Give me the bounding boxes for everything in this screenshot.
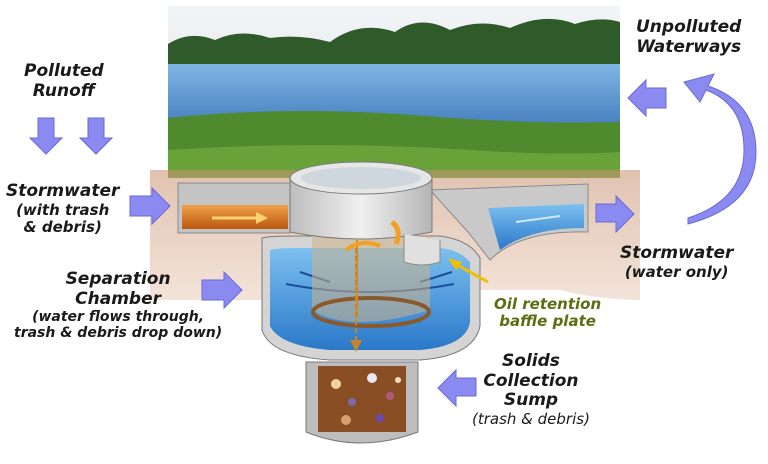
inlet-manhole: [289, 161, 433, 245]
label-stormwater-in: Stormwater (with trash & debris): [6, 181, 120, 236]
label-solids-sump-line2: Collection: [483, 370, 579, 391]
label-unpolluted-waterways: Unpolluted Waterways: [636, 17, 742, 57]
label-polluted-runoff: Polluted Runoff: [24, 61, 104, 101]
arrow-down-icon: [78, 117, 114, 155]
arrow-left-icon: [437, 368, 477, 408]
arrow-right-icon: [129, 186, 171, 226]
label-stormwater-in-sub2: & debris): [23, 217, 102, 236]
label-stormwater-out-title: Stormwater: [620, 243, 734, 263]
outlet-pipe: [428, 183, 589, 261]
label-separation-chamber-sub1: (water flows through,: [32, 309, 205, 326]
oil-baffle-plate: [403, 234, 441, 266]
label-oil-baffle: Oil retention baffle plate: [494, 295, 602, 331]
label-stormwater-in-sub1: (with trash: [16, 200, 110, 219]
arrow-right-icon: [201, 270, 243, 310]
arrow-down-icon: [28, 117, 64, 155]
label-oil-baffle-line1: Oil retention: [494, 295, 602, 313]
baffle-pointer-head: [448, 258, 462, 270]
inlet-pipe: [177, 182, 291, 234]
label-stormwater-out: Stormwater (water only): [620, 243, 734, 281]
label-stormwater-out-sub: (water only): [624, 262, 729, 281]
label-solids-sump: Solids Collection Sump (trash & debris): [472, 351, 590, 428]
label-separation-chamber-sub2: trash & debris drop down): [14, 325, 223, 342]
debris-drop-arrowhead: [350, 340, 362, 352]
lake-landscape-photo: [168, 6, 620, 178]
arrow-right-icon: [595, 194, 635, 234]
label-polluted-runoff-line2: Runoff: [32, 80, 95, 101]
label-separation-chamber-line1: Separation: [65, 269, 171, 289]
label-solids-sump-line3: Sump: [503, 390, 559, 411]
label-stormwater-in-title: Stormwater: [6, 181, 120, 201]
curved-return-arrow-icon: [683, 73, 757, 225]
arrow-left-icon: [627, 78, 667, 118]
label-separation-chamber-line2: Chamber: [75, 288, 161, 309]
label-solids-sump-line1: Solids: [502, 351, 560, 371]
label-oil-baffle-line2: baffle plate: [499, 312, 596, 331]
label-solids-sump-sub: (trash & debris): [472, 409, 590, 428]
label-separation-chamber: Separation Chamber (water flows through,…: [14, 269, 223, 342]
collection-sump: [305, 361, 419, 444]
label-unpolluted-waterways-line2: Waterways: [636, 36, 742, 57]
label-polluted-runoff-line1: Polluted: [24, 61, 104, 81]
label-unpolluted-waterways-line1: Unpolluted: [636, 17, 742, 37]
